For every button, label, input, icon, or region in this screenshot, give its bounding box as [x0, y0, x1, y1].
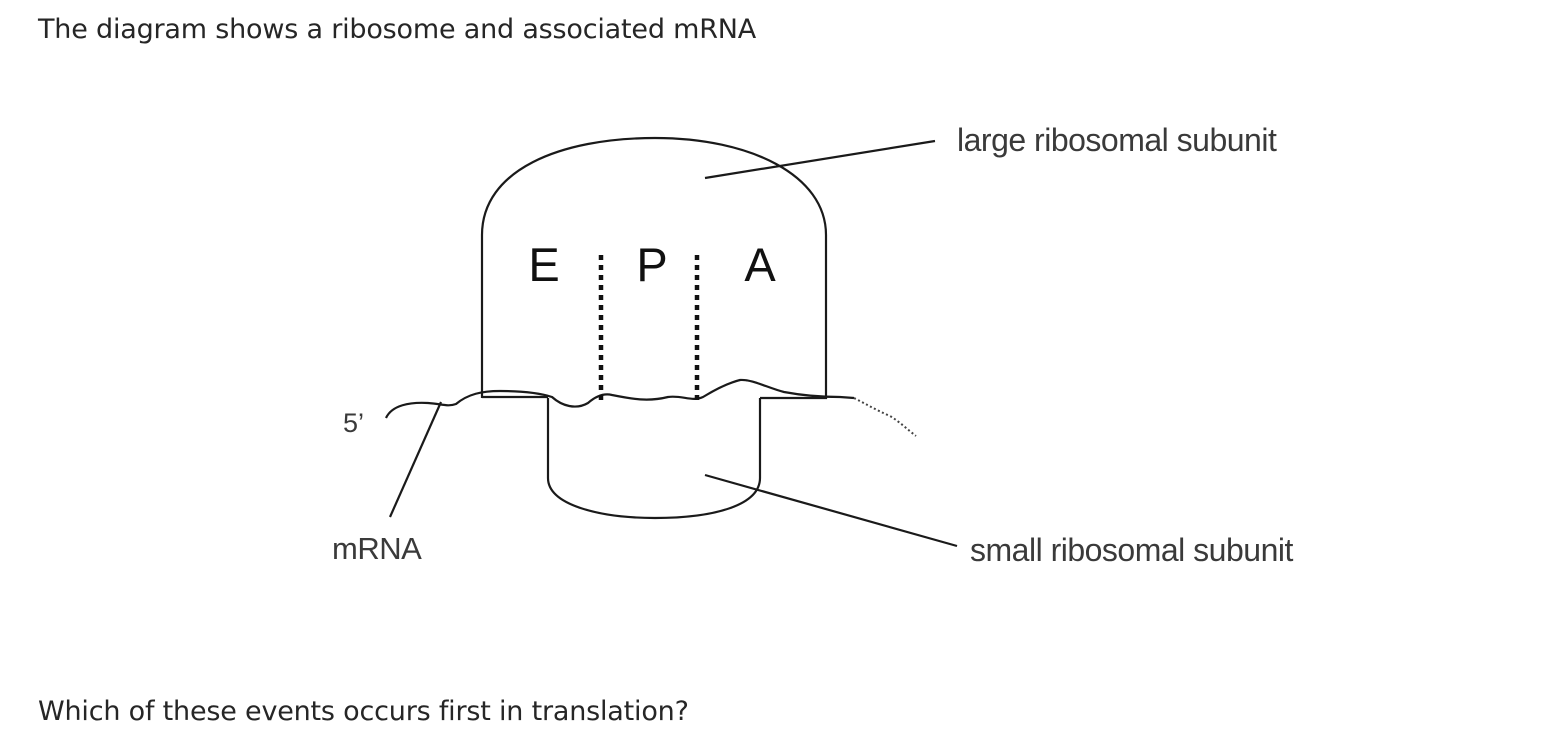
p-site-label: P	[636, 238, 667, 291]
e-site-label: E	[528, 238, 559, 291]
intro-text: The diagram shows a ribosome and associa…	[38, 14, 757, 45]
a-site-label: A	[744, 238, 776, 291]
small-subunit-leader	[704, 473, 958, 548]
small-subunit-shape	[546, 398, 762, 520]
mrna-leader	[388, 401, 443, 518]
mrna-label: mRNA	[332, 531, 422, 566]
large-subunit-leader	[704, 139, 936, 180]
five-prime-label: 5’	[343, 408, 364, 438]
question-prompt: Which of these events occurs first in tr…	[38, 696, 689, 727]
large-subunit-shape	[480, 136, 828, 400]
small-subunit-label: small ribosomal subunit	[970, 532, 1293, 568]
mrna-tail-dotted	[853, 397, 917, 437]
large-subunit-label: large ribosomal subunit	[957, 122, 1277, 158]
